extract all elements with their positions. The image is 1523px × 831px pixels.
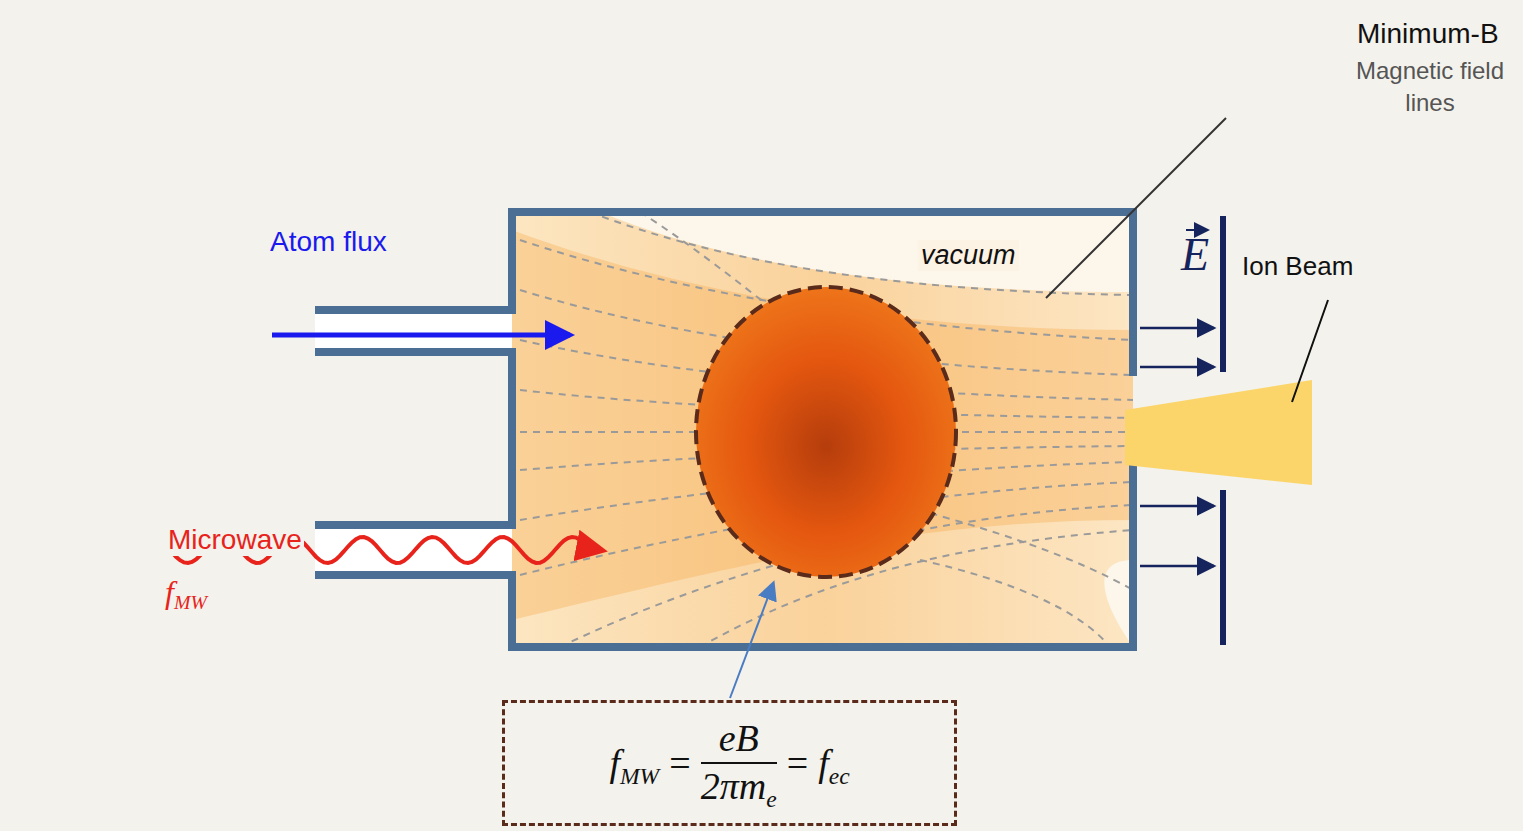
symbol-letter: f [609,742,620,784]
resonance-formula-box: fMW=eB2πme=fec [502,700,957,826]
annotation-label: Magnetic field lines [1345,55,1515,120]
frequency-symbol: fMW [165,574,207,611]
symbol-subscript: MW [620,763,659,789]
formula-symbol: fMW [609,741,659,785]
title-label: Minimum-B [1357,18,1499,50]
fraction: eB2πme [701,718,777,808]
output-label: Ion Beam [1242,252,1353,282]
input-label: Microwave [166,524,304,556]
symbol-letter: f [818,742,829,784]
field-symbol: E [1181,232,1209,278]
equals-sign: = [669,741,690,785]
equals-sign: = [787,741,808,785]
ion-source-chamber: vacuum [512,212,1133,647]
formula-symbol: fec [818,741,849,785]
numerator: eB [701,718,777,764]
symbol-subscript: MW [174,591,207,613]
denominator-subscript: e [766,786,776,812]
region-label: vacuum [918,240,1019,271]
input-label: Atom flux [270,226,387,258]
denominator-main: 2πm [701,765,766,807]
symbol-letter: f [165,574,174,610]
formula-row: fMW=eB2πme=fec [609,718,849,808]
symbol-subscript: ec [829,763,850,789]
denominator: 2πme [701,764,777,808]
